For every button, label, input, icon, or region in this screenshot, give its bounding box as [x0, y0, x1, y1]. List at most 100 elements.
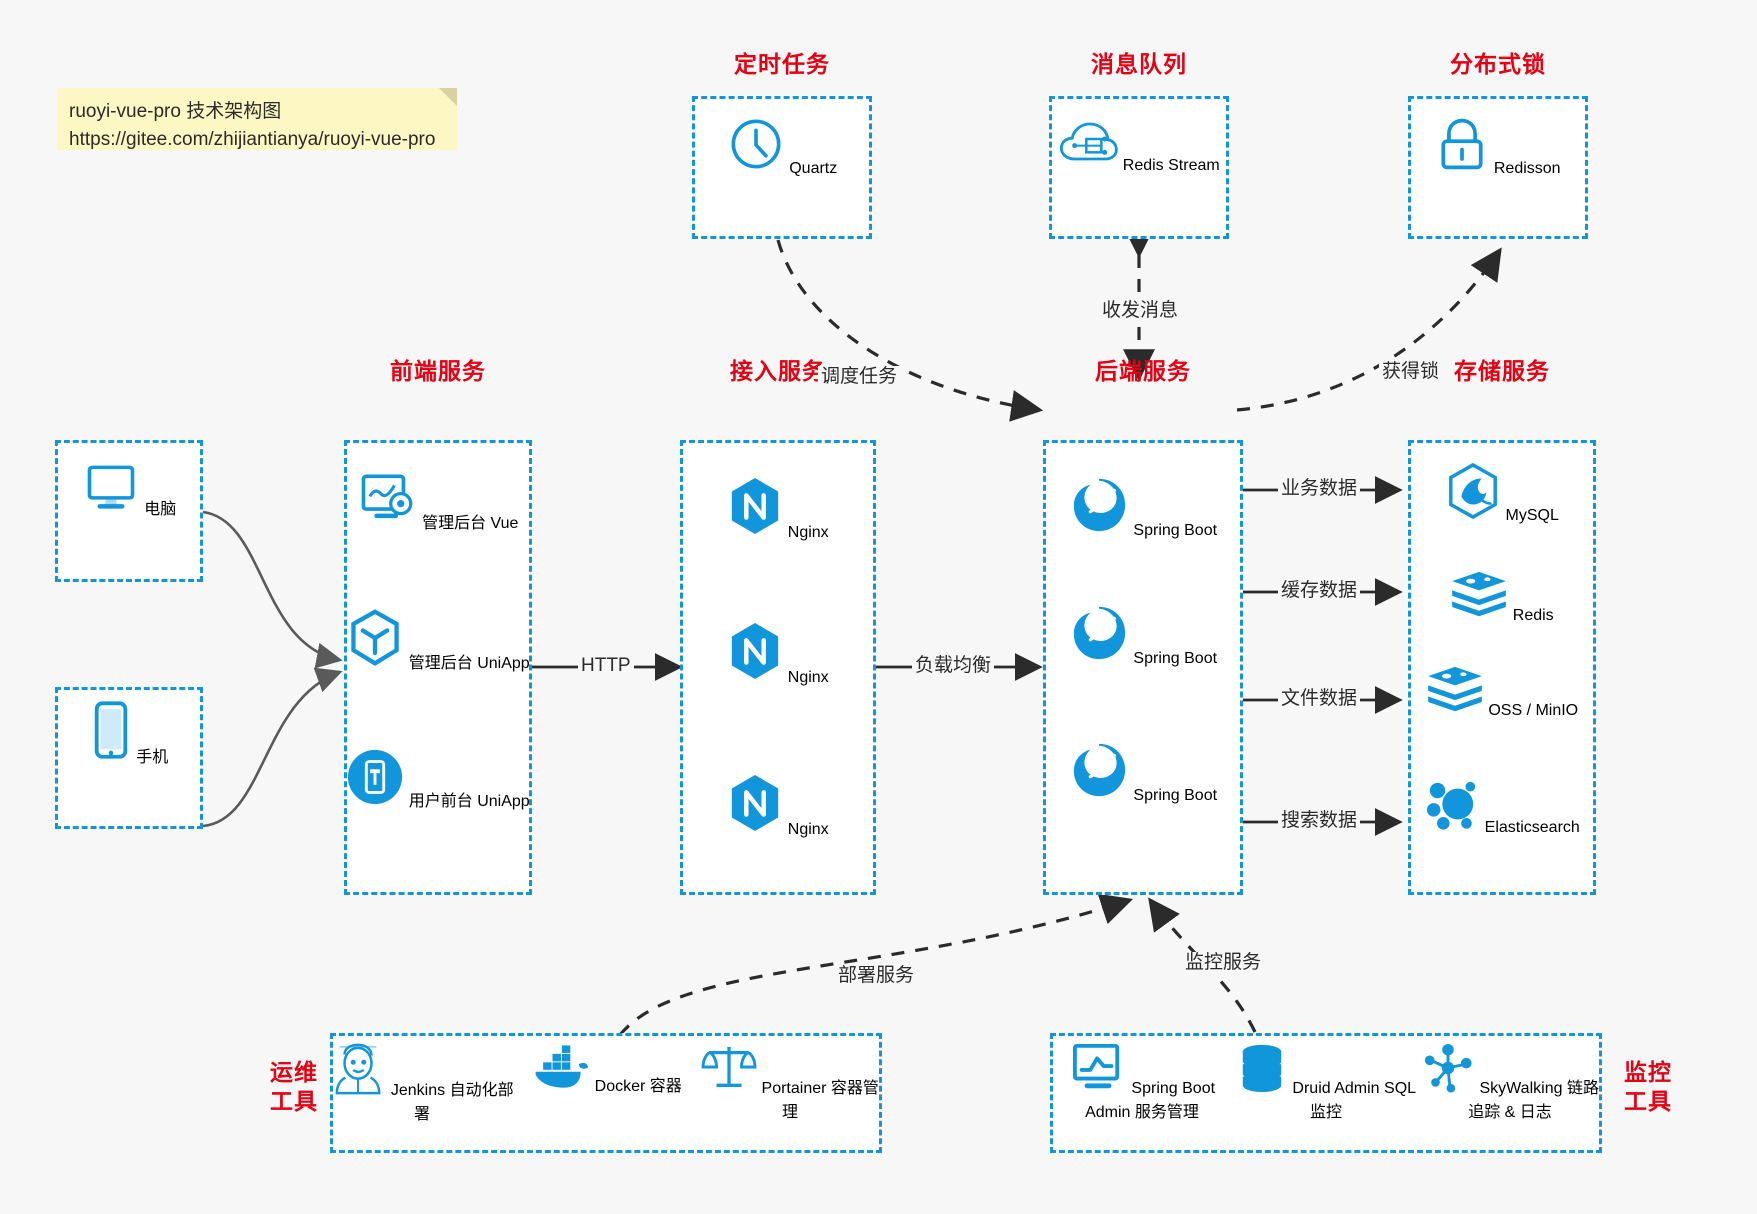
- group-title-monitor-line2: 工具: [1624, 1087, 1672, 1114]
- node-label-oss-minio: OSS / MinIO: [1488, 702, 1579, 719]
- edge-label-deploy-service: 部署服务: [835, 965, 918, 988]
- diagram-note: ruoyi-vue-pro 技术架构图 https://gitee.com/zh…: [57, 88, 457, 150]
- nginx-icon: [727, 775, 787, 838]
- spring-boot-icon: [1069, 606, 1133, 667]
- note-line-1: ruoyi-vue-pro 技术架构图: [69, 101, 282, 122]
- node-label-spring-boot-admin: Spring Boot Admin: [1085, 1080, 1216, 1121]
- node-label-docker: Docker: [594, 1078, 646, 1095]
- node-sublabel-docker: 容器: [649, 1078, 682, 1095]
- node-label-redis-stream: Redis Stream: [1122, 157, 1220, 174]
- node-spring-boot-admin[interactable]: Spring Boot Admin 服务管理: [1050, 1043, 1234, 1122]
- edge-label-http: HTTP: [578, 655, 634, 678]
- jenkins-icon: [330, 1043, 390, 1099]
- edge-label-search-data: 搜索数据: [1278, 810, 1361, 833]
- note-line-2: https://gitee.com/zhijiantianya/ruoyi-vu…: [69, 128, 436, 150]
- cloud-stream-icon: [1058, 122, 1122, 174]
- node-spring-boot-3[interactable]: Spring Boot: [1043, 740, 1243, 805]
- node-sublabel-skywalking: 链路追踪 & 日志: [1468, 1080, 1599, 1121]
- edge-label-cache-data: 缓存数据: [1278, 580, 1361, 603]
- node-redis[interactable]: Redis: [1408, 570, 1596, 625]
- group-title-backend: 后端服务: [1095, 358, 1191, 384]
- elasticsearch-icon: [1424, 781, 1484, 836]
- lock-icon: [1435, 118, 1493, 177]
- group-box-monitor: [1050, 1033, 1602, 1153]
- node-sublabel-spring-boot-admin: 服务管理: [1134, 1104, 1199, 1121]
- nginx-icon: [727, 478, 787, 541]
- node-nginx-3[interactable]: Nginx: [680, 772, 876, 839]
- group-box-devops: [330, 1033, 882, 1153]
- node-mysql[interactable]: MySQL: [1408, 462, 1596, 525]
- group-box-client-mobile: [55, 687, 203, 829]
- node-skywalking[interactable]: SkyWalking 链路追踪 & 日志: [1418, 1043, 1602, 1122]
- clock-icon: [727, 119, 789, 177]
- node-mobile[interactable]: 手机: [55, 700, 203, 767]
- spring-boot-icon: [1069, 743, 1133, 804]
- node-label-mobile: 手机: [136, 749, 169, 766]
- group-title-monitor-line1: 监控: [1624, 1059, 1672, 1085]
- node-druid-admin[interactable]: Druid Admin SQL 监控: [1234, 1043, 1418, 1122]
- node-label-spring-boot-1: Spring Boot: [1133, 522, 1218, 539]
- group-title-scheduler: 定时任务: [734, 51, 830, 77]
- app-phone-icon: [346, 749, 408, 810]
- node-label-spring-boot-2: Spring Boot: [1133, 650, 1218, 667]
- dashboard-icon: [358, 474, 422, 532]
- node-label-nginx-3: Nginx: [787, 821, 829, 838]
- node-label-druid-admin: Druid Admin: [1292, 1080, 1380, 1097]
- nginx-icon: [727, 623, 787, 686]
- note-fold-corner: [439, 88, 457, 106]
- node-label-user-uniapp: 用户前台 UniApp: [408, 793, 530, 810]
- node-label-desktop: 电脑: [144, 501, 177, 518]
- node-label-redis: Redis: [1512, 607, 1554, 624]
- monitor-chart-icon: [1069, 1043, 1131, 1097]
- node-sublabel-druid-admin: SQL 监控: [1309, 1080, 1417, 1121]
- node-spring-boot-2[interactable]: Spring Boot: [1043, 603, 1243, 668]
- skywalking-icon: [1421, 1043, 1479, 1097]
- docker-icon: [530, 1045, 594, 1095]
- group-title-lock: 分布式锁: [1450, 51, 1546, 77]
- edge-label-schedule-task: 调度任务: [818, 366, 901, 389]
- node-quartz[interactable]: Quartz: [692, 115, 872, 178]
- node-label-admin-vue: 管理后台 Vue: [422, 515, 519, 532]
- node-jenkins[interactable]: Jenkins 自动化部署: [330, 1043, 514, 1124]
- node-docker[interactable]: Docker 容器: [514, 1043, 698, 1096]
- edge-label-acquire-lock: 获得锁: [1379, 361, 1443, 384]
- node-admin-vue[interactable]: 管理后台 Vue: [344, 472, 532, 533]
- node-label-quartz: Quartz: [789, 160, 838, 177]
- node-portainer[interactable]: Portainer 容器管理: [698, 1043, 882, 1122]
- mysql-icon: [1445, 462, 1505, 524]
- spring-boot-icon: [1069, 478, 1133, 539]
- cube-icon: [346, 609, 408, 672]
- node-label-spring-boot-3: Spring Boot: [1133, 787, 1218, 804]
- node-label-skywalking: SkyWalking: [1479, 1080, 1563, 1097]
- scales-icon: [701, 1046, 761, 1097]
- node-label-nginx-2: Nginx: [787, 669, 829, 686]
- node-label-nginx-1: Nginx: [787, 524, 829, 541]
- group-title-devops-line2: 工具: [270, 1087, 318, 1114]
- database-icon: [1236, 1044, 1292, 1097]
- node-elasticsearch[interactable]: Elasticsearch: [1408, 778, 1596, 837]
- group-box-mq: [1049, 96, 1229, 239]
- node-spring-boot-1[interactable]: Spring Boot: [1043, 475, 1243, 540]
- node-label-jenkins: Jenkins: [390, 1082, 446, 1099]
- group-title-devops-line1: 运维: [270, 1059, 318, 1085]
- redis-icon: [1450, 571, 1512, 624]
- edge-label-file-data: 文件数据: [1278, 688, 1361, 711]
- node-label-mysql: MySQL: [1505, 507, 1559, 524]
- mobile-icon: [90, 701, 136, 766]
- node-nginx-2[interactable]: Nginx: [680, 620, 876, 687]
- node-oss-minio[interactable]: OSS / MinIO: [1408, 665, 1596, 720]
- desktop-icon: [82, 465, 144, 518]
- node-nginx-1[interactable]: Nginx: [680, 475, 876, 542]
- node-admin-uniapp[interactable]: 管理后台 UniApp: [344, 608, 532, 673]
- node-user-uniapp[interactable]: 用户前台 UniApp: [344, 748, 532, 811]
- group-title-frontend: 前端服务: [390, 358, 486, 384]
- node-sublabel-portainer: 容器管理: [781, 1080, 879, 1121]
- group-title-monitor: 监控 工具: [1612, 1058, 1684, 1116]
- node-redisson[interactable]: Redisson: [1408, 115, 1588, 178]
- node-desktop[interactable]: 电脑: [55, 462, 203, 519]
- node-redis-stream[interactable]: Redis Stream: [1049, 118, 1229, 175]
- node-sublabel-jenkins: 自动化部署: [413, 1082, 514, 1123]
- edge-label-send-receive-message: 收发消息: [1099, 300, 1182, 323]
- edge-label-business-data: 业务数据: [1278, 478, 1361, 501]
